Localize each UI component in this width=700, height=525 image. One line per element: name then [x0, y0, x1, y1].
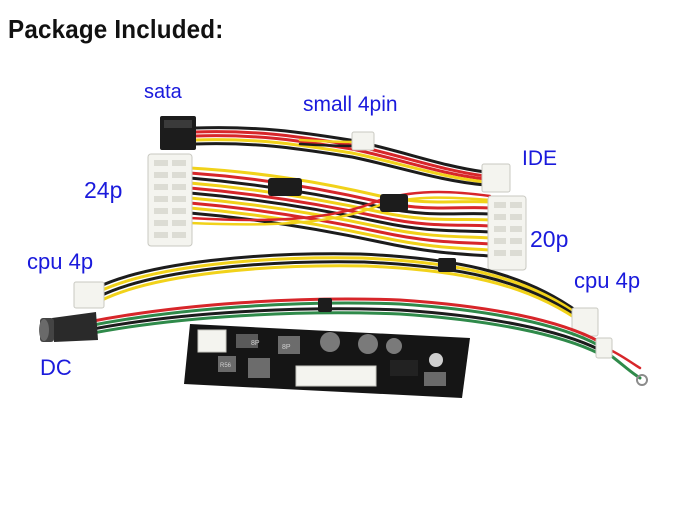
dc-cable	[86, 297, 642, 380]
pico-psu-board	[184, 324, 470, 398]
dc-heatshrink-sleeve	[595, 337, 613, 359]
cable-tie	[268, 178, 302, 196]
label-dc: DC	[40, 355, 72, 380]
label-cpu-4p-right: cpu 4p	[574, 268, 641, 293]
atx-24-to-20-cable	[188, 166, 492, 258]
cpu-4p-cable	[94, 252, 586, 326]
ide-connector	[481, 163, 511, 193]
cable-tie	[438, 258, 456, 272]
dc-jack	[39, 312, 98, 342]
ring-terminal	[636, 374, 648, 386]
small-4pin-connector	[351, 131, 375, 151]
label-small-4pin: small 4pin	[303, 93, 398, 116]
cable-tie	[380, 194, 408, 212]
cable-tie	[318, 298, 332, 312]
label-20p: 20p	[530, 226, 569, 252]
label-24p: 24p	[84, 177, 123, 203]
label-cpu-4p-left: cpu 4p	[27, 249, 94, 274]
label-sata: sata	[144, 81, 182, 103]
package-heading: Package Included:	[8, 14, 224, 44]
label-ide: IDE	[522, 147, 558, 170]
cpu-4p-connector-left	[73, 281, 105, 309]
